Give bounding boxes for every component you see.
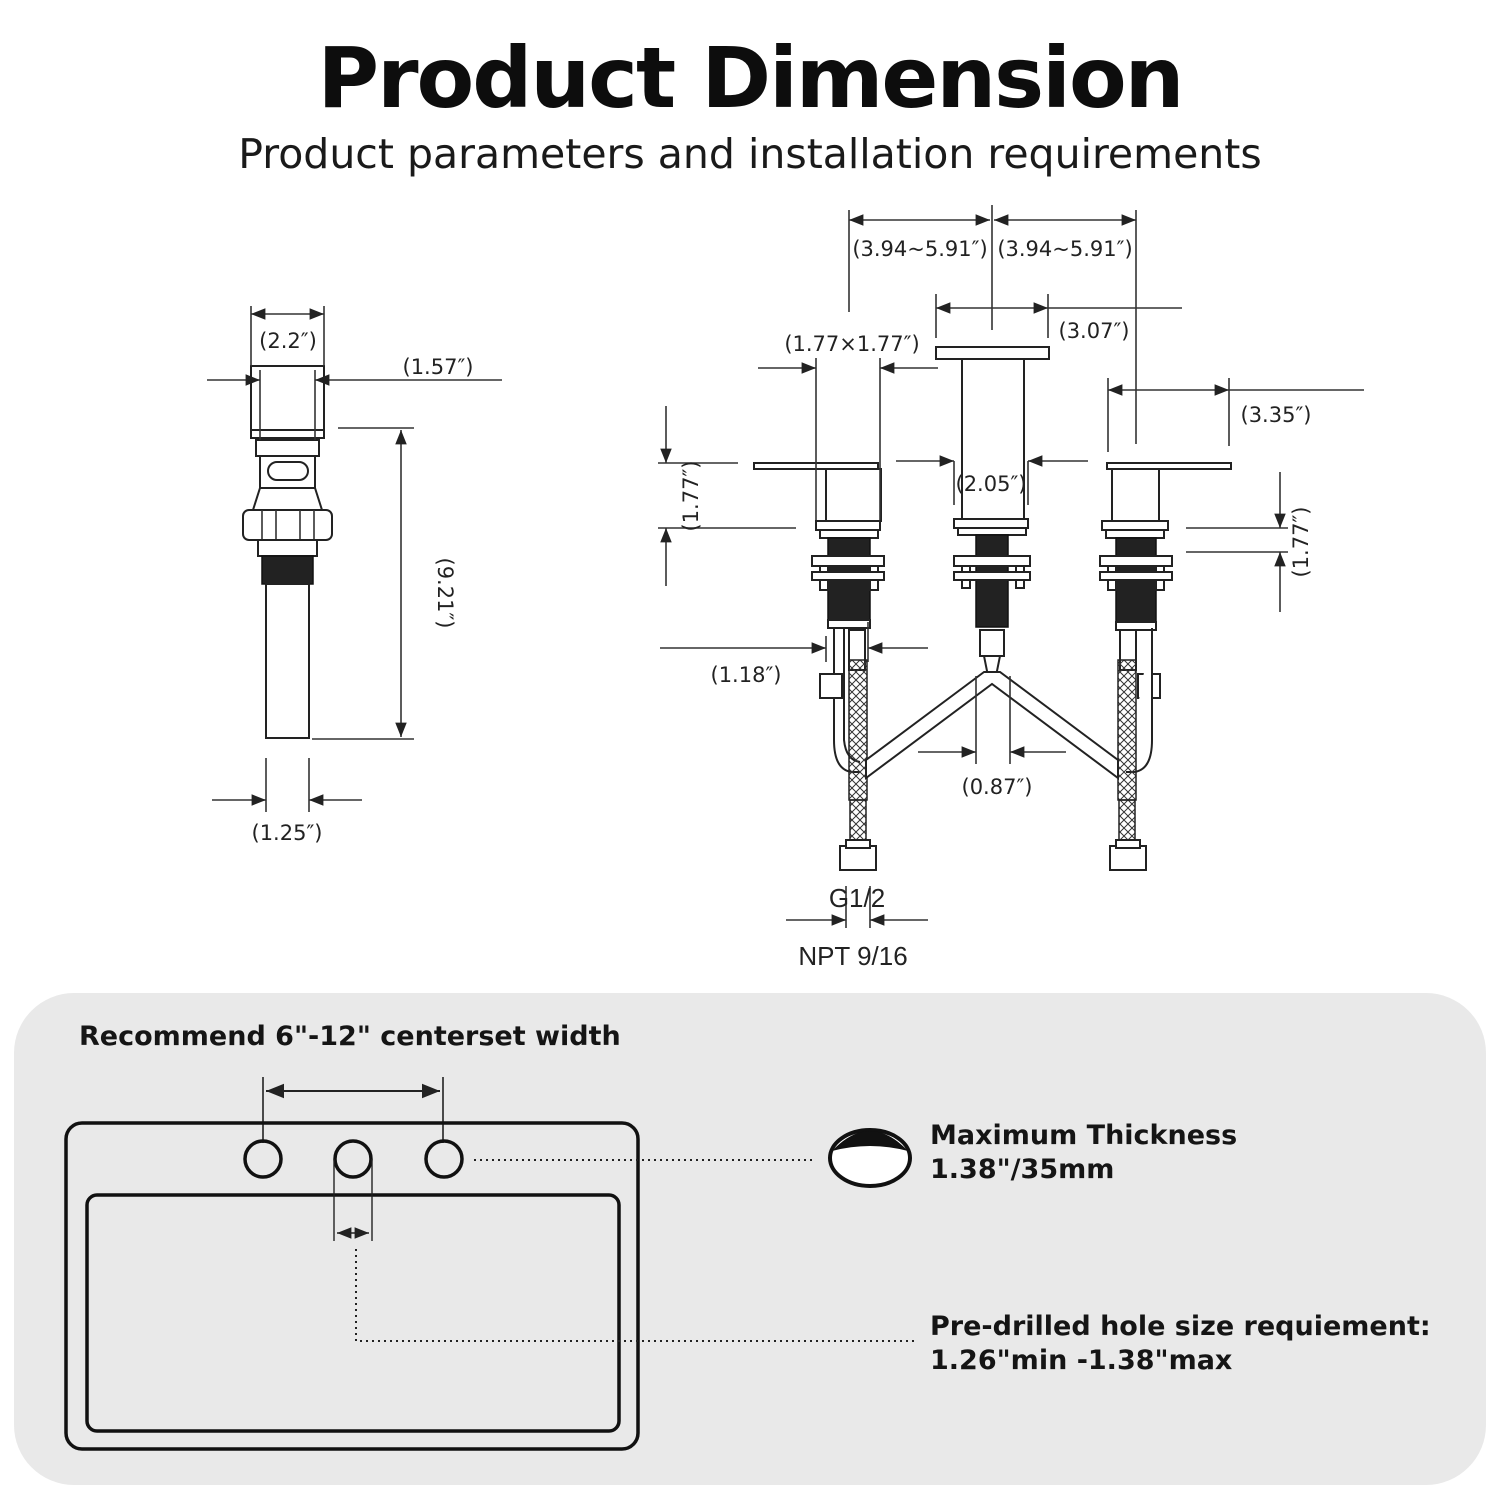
spout-base-label: (2.05″) <box>956 472 1027 496</box>
faucet-holes <box>243 1139 464 1179</box>
page-title: Product Dimension <box>317 29 1185 127</box>
drain-tail-diameter-label: (1.25″) <box>252 821 323 845</box>
spout-top-label: (3.07″) <box>1059 319 1130 343</box>
thickness-value: 1.38"/35mm <box>930 1154 1115 1185</box>
centerset-arrow <box>262 1077 444 1143</box>
tee-width-label: (0.87″) <box>962 775 1033 799</box>
handle-base-label: (1.77×1.77″) <box>784 332 919 356</box>
shank-width-label: (1.18″) <box>711 663 782 687</box>
handle-length-label: (3.35″) <box>1241 403 1312 427</box>
right-height-label: (1.77″) <box>1289 507 1313 578</box>
spout <box>935 346 1050 677</box>
dimension-diagram: (2.2″) (1.57″) (9.21″) (1.25″) <box>207 205 1364 971</box>
drain-top-width-label: (2.2″) <box>259 329 317 353</box>
faucet-hole-center <box>333 1139 373 1179</box>
drain-dimension-lines <box>207 306 502 812</box>
thickness-icon <box>828 1128 912 1188</box>
hole-size-marker <box>333 1159 916 1342</box>
connector-thread-label: G1/2 <box>829 883 885 913</box>
faucet-hole-left <box>243 1139 283 1179</box>
centerset-label: Recommend 6"-12" centerset width <box>79 1021 621 1052</box>
pop-up-drain <box>242 365 333 739</box>
sink-diagram <box>64 1077 916 1451</box>
left-handle <box>753 462 885 629</box>
faucet-dimension-lines <box>658 205 1364 928</box>
supply-hoses <box>819 628 1161 871</box>
thickness-title: Maximum Thickness <box>930 1120 1238 1151</box>
connector-npt-label: NPT 9/16 <box>798 941 907 971</box>
left-height-label: (1.77″) <box>679 461 703 532</box>
drain-height-label: (9.21″) <box>433 558 457 629</box>
drain-cap-offset-label: (1.57″) <box>403 355 474 379</box>
installation-panel: Recommend 6"-12" centerset width Maximum… <box>14 993 1486 1485</box>
right-spread-label: (3.94~5.91″) <box>997 237 1132 261</box>
hole-size-title: Pre-drilled hole size requiement: <box>930 1311 1431 1342</box>
sink-outline <box>64 1121 640 1451</box>
hole-size-value: 1.26"min -1.38"max <box>930 1345 1233 1376</box>
left-spread-label: (3.94~5.91″) <box>852 237 987 261</box>
page-subtitle: Product parameters and installation requ… <box>238 130 1262 178</box>
right-handle <box>1099 462 1232 631</box>
faucet-hole-right <box>424 1139 464 1179</box>
